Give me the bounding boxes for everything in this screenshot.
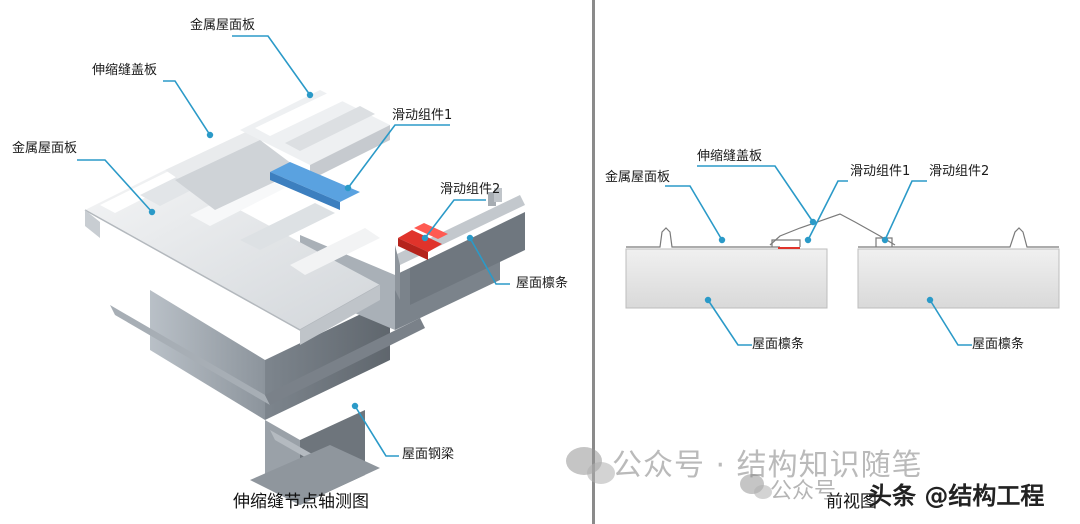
purlin-right-shape (857, 248, 1060, 309)
leader-metal-roof-panel-left (77, 159, 153, 213)
front-view (625, 165, 1060, 346)
purlin-left-shape (625, 248, 828, 309)
label-metal-roof-panel-left: 金属屋面板 (12, 141, 78, 156)
label-rv-purlin-left: 屋面檩条 (752, 337, 805, 352)
label-metal-roof-panel-top: 金属屋面板 (190, 18, 256, 33)
leader-metal-roof-panel-top (232, 35, 311, 96)
metal-roof-panel-top-shape (240, 90, 390, 180)
leader-expansion-cover-plate (163, 80, 211, 136)
leader-sliding-component-1 (347, 124, 450, 189)
label-sliding-component-1: 滑动组件1 (392, 108, 453, 123)
label-rv-sliding-component-2: 滑动组件2 (929, 164, 990, 179)
sliding-component-1-highlight (778, 247, 800, 249)
label-rv-metal-roof-panel: 金属屋面板 (605, 170, 671, 185)
roof-steel-beam-shape (110, 290, 425, 505)
leader-rv-expansion-cover-plate (697, 165, 814, 223)
sliding-component-1-shape (270, 162, 360, 210)
leader-rv-sliding-component-1 (807, 180, 848, 241)
label-roof-steel-beam: 屋面钢梁 (402, 447, 455, 462)
leader-rv-sliding-component-2 (884, 180, 927, 241)
leader-roof-purlin (469, 237, 510, 285)
leader-rv-metal-roof-panel (665, 185, 723, 241)
label-rv-expansion-cover-plate: 伸缩缝盖板 (697, 149, 763, 164)
leader-lines-right (665, 165, 972, 346)
caption-isometric-view: 伸缩缝节点轴测图 (233, 492, 369, 512)
watermark-wechat: 公众号 · 结构知识随笔 (612, 448, 923, 483)
roof-panel-profile (626, 213, 1059, 248)
caption-front-view: 前视图 (826, 492, 877, 512)
label-rv-purlin-right: 屋面檩条 (972, 337, 1025, 352)
isometric-view (77, 35, 525, 505)
label-expansion-cover-plate: 伸缩缝盖板 (92, 63, 158, 78)
watermark-wechat-small: 公众号 (770, 479, 837, 504)
leader-roof-steel-beam (354, 405, 399, 457)
panel-divider (592, 0, 595, 524)
leader-rv-purlin-right (929, 299, 972, 346)
bracket-shape (488, 188, 502, 206)
leader-rv-purlin-left (707, 299, 752, 346)
leader-lines-left (77, 35, 510, 457)
wechat-icon (566, 447, 615, 484)
label-roof-purlin: 屋面檩条 (516, 276, 569, 291)
wechat-small-icon (740, 474, 772, 499)
leader-sliding-component-2 (424, 199, 486, 239)
label-sliding-component-2: 滑动组件2 (440, 182, 501, 197)
metal-roof-panel-left-shape (84, 158, 381, 345)
label-rv-sliding-component-1: 滑动组件1 (850, 164, 911, 179)
expansion-cover-plate-shape (165, 130, 300, 210)
watermark-toutiao: 头条 @结构工程 (868, 482, 1045, 510)
